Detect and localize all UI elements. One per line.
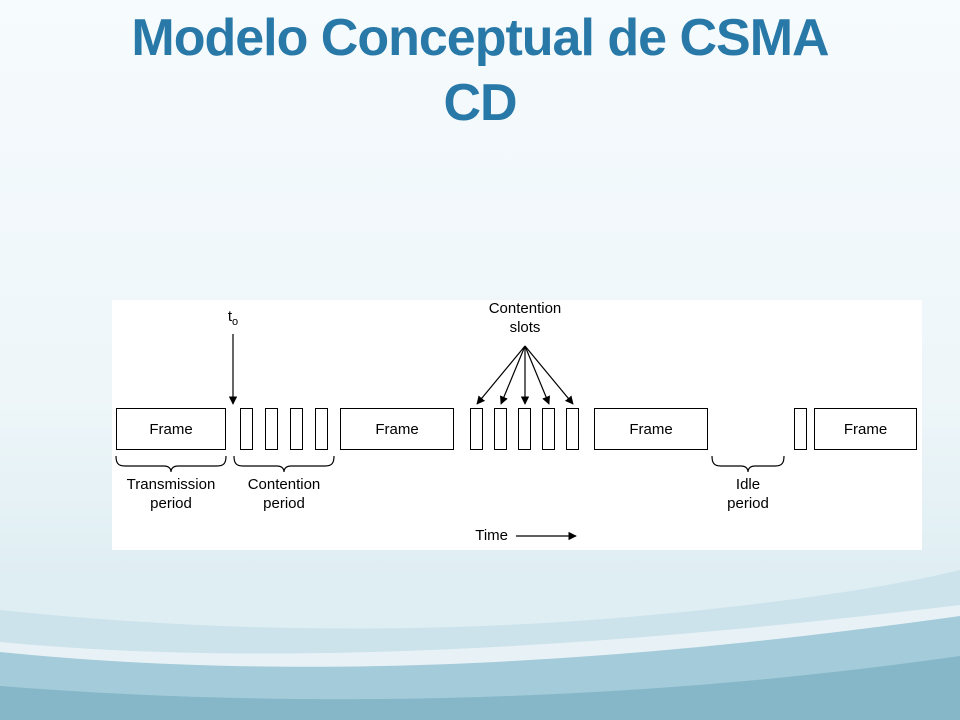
wave-decoration: [0, 570, 960, 720]
time-axis-label: Time: [475, 527, 508, 544]
frame-box-3: Frame: [594, 408, 708, 450]
contention-slot-arrow: [476, 345, 526, 405]
contention-slot: [566, 408, 579, 450]
transmission-period-brace: [115, 455, 227, 473]
csma-cd-diagram: Frame Frame Frame Frame to Contention sl…: [112, 300, 922, 550]
title-line-2: CD: [443, 74, 517, 132]
wave-layer-dark: [0, 656, 960, 720]
wave-highlight: [0, 605, 960, 674]
contention-slot: [290, 408, 303, 450]
frame-box-4: Frame: [814, 408, 917, 450]
contention-slot: [794, 408, 807, 450]
t0-subscript: o: [232, 316, 239, 328]
contention-slot: [518, 408, 531, 450]
contention-slot: [265, 408, 278, 450]
contention-period-brace: [233, 455, 335, 473]
contention-slot: [240, 408, 253, 450]
contention-slots-label: Contention slots: [488, 300, 562, 336]
contention-slot-arrow: [524, 345, 550, 405]
contention-slot: [315, 408, 328, 450]
contention-slot: [542, 408, 555, 450]
transmission-period-label: Transmission period: [126, 476, 216, 512]
idle-period-label: Idle period: [727, 476, 769, 512]
contention-slot-arrow: [500, 345, 526, 405]
contention-slot-arrow: [524, 345, 574, 405]
t0-label: to: [218, 308, 248, 328]
page-title: Modelo Conceptual de CSMA CD: [0, 6, 960, 136]
title-line-1: Modelo Conceptual de CSMA: [131, 9, 829, 67]
contention-slot: [470, 408, 483, 450]
frame-box-1: Frame: [116, 408, 226, 450]
t0-base: t: [227, 308, 233, 325]
contention-slot: [494, 408, 507, 450]
contention-period-label: Contention period: [247, 476, 321, 512]
frame-box-2: Frame: [340, 408, 454, 450]
idle-period-brace: [711, 455, 785, 473]
